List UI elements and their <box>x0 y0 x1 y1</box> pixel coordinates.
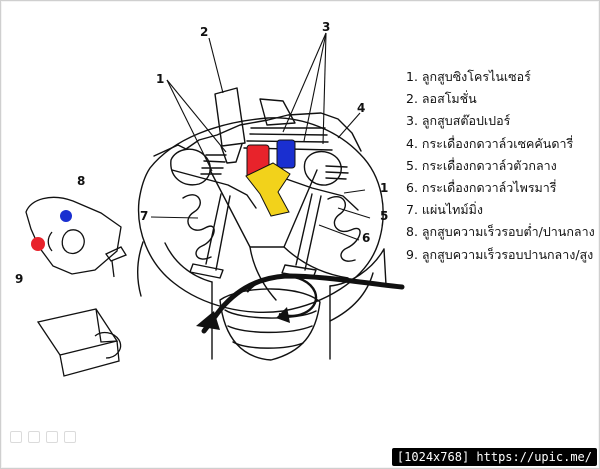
swirl-arrow-head <box>276 307 290 323</box>
toolbar-icon-2 <box>28 431 40 443</box>
leader-1a <box>166 79 227 153</box>
leader-5 <box>337 207 371 219</box>
leader-3a <box>282 32 327 133</box>
swirl-arrow <box>246 274 318 317</box>
callout-7: 7 <box>140 209 149 223</box>
callout-1-right: 1 <box>380 181 389 195</box>
toolbar-icon-1 <box>10 431 22 443</box>
leader-3c <box>322 32 327 145</box>
legend-item-4: 4. กระเดื่องกดวาล์วเซคคันดารี่ <box>406 135 574 151</box>
legend-item-7: 7. แผ่นไทม์มิ่ง <box>406 202 483 218</box>
stopper-piston-blue <box>276 139 296 169</box>
lower-crankcase-left <box>137 241 144 297</box>
spring-right <box>327 196 361 262</box>
camshaft-top <box>153 112 362 157</box>
engine-housing-outline <box>137 117 384 313</box>
spring-left <box>182 194 215 260</box>
callout-8: 8 <box>77 174 86 188</box>
piston-top <box>219 288 321 361</box>
hatch-detail <box>200 154 349 180</box>
leader-1b <box>166 79 213 172</box>
intake-arrow-head <box>196 311 220 330</box>
legend-item-2: 2. ลอสโมชั่น <box>406 91 477 107</box>
inset-blue-piston <box>60 210 72 222</box>
lower-crankcase-right <box>329 272 374 322</box>
inset-rocker <box>25 196 127 278</box>
toolbar-icon-3 <box>46 431 58 443</box>
legend-item-1: 1. ลูกสูบซิงโครไนเซอร์ <box>406 69 531 84</box>
left-bore-outline <box>164 242 213 283</box>
intake-port <box>249 246 277 301</box>
callout-5: 5 <box>380 209 389 223</box>
valve-stem-left <box>205 193 231 271</box>
exhaust-port <box>283 246 349 279</box>
inset-piston <box>36 308 122 377</box>
leader-4 <box>337 112 361 139</box>
intake-arrow <box>201 273 405 334</box>
image-size-watermark: [1024x768] https://upic.me/ <box>391 448 597 466</box>
legend-item-3: 3. ลูกสูบสต๊อปเปอร์ <box>406 113 511 129</box>
leader-3b <box>303 32 327 142</box>
piston-skirt <box>224 309 317 349</box>
leader-1c <box>343 189 366 194</box>
leader-6 <box>318 224 360 241</box>
upper-bracket <box>259 98 296 126</box>
right-bore-outline <box>329 248 387 287</box>
cylinder-head-wall <box>209 169 318 248</box>
callout-1-upper: 1 <box>156 72 165 86</box>
rocker-arm-right <box>271 173 359 211</box>
legend-item-9: 9. ลูกสูบความเร็วรอบปานกลาง/สูง <box>406 246 594 262</box>
inset-red-piston <box>31 237 45 251</box>
timing-plate-yellow <box>245 162 291 217</box>
parts-legend: 1. ลูกสูบซิงโครไนเซอร์ 2. ลอสโมชั่น 3. ล… <box>406 66 596 266</box>
valve-head-left <box>189 263 224 279</box>
toolbar-icon-4 <box>64 431 76 443</box>
camshaft-lobes <box>170 148 342 186</box>
spark-plug-body <box>214 87 246 147</box>
rocker-arm-left <box>171 169 257 209</box>
callout-2: 2 <box>200 25 209 39</box>
viewer-toolbar <box>10 431 76 443</box>
valve-stem-right <box>295 193 322 271</box>
legend-item-8: 8. ลูกสูบความเร็วรอบต่ำ/ปานกลาง <box>406 224 595 240</box>
spark-plug-tip <box>220 143 243 164</box>
callout-9: 9 <box>15 272 24 286</box>
callout-6: 6 <box>362 231 371 245</box>
callout-4: 4 <box>357 101 366 115</box>
legend-item-6: 6. กระเดื่องกดวาล์วไพรมารี่ <box>406 180 557 196</box>
legend-item-5: 5. กระเดื่องกดวาล์วตัวกลาง <box>406 157 557 173</box>
leader-2 <box>208 37 224 94</box>
callout-3: 3 <box>322 20 331 34</box>
ridge-lines <box>243 127 333 151</box>
leader-7 <box>150 216 199 219</box>
